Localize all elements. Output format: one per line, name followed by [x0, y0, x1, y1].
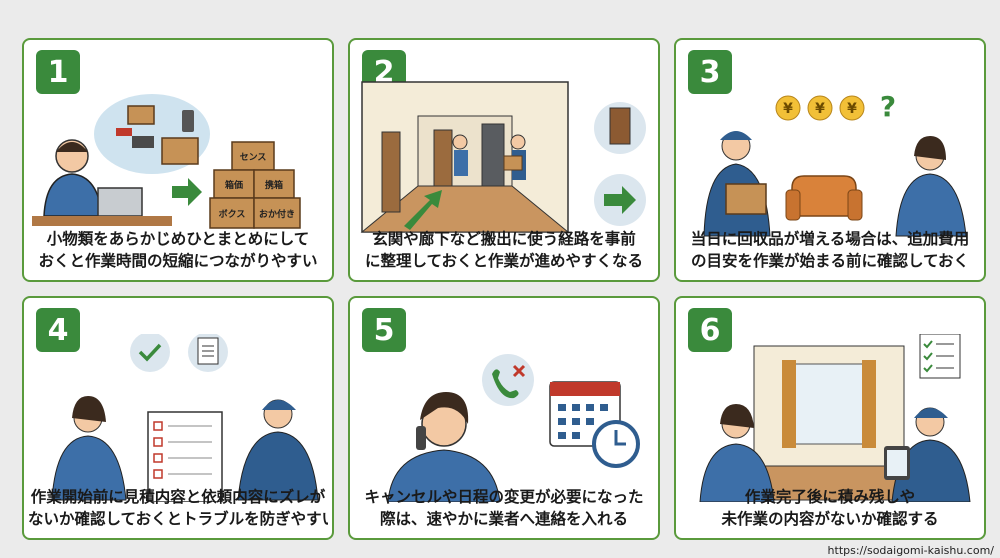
caption-line: 未作業の内容がないか確認する: [721, 510, 939, 528]
step-number: 3: [688, 50, 732, 94]
yen-coin-icon: ¥: [815, 101, 825, 117]
caption-line: の目安を作業が始まる前に確認しておく: [690, 252, 970, 270]
step-panel-2: 2 玄関や廊下など搬出に使う経路を事前 に整理しておくと作業が進めやすくなる: [348, 38, 660, 282]
illustration-additional-cost: ¥ ¥ ¥ ?: [703, 90, 967, 237]
caption-line: キャンセルや日程の変更が必要になった: [364, 488, 644, 506]
box-label: ボクス: [219, 208, 246, 220]
source-url: https://sodaigomi-kaishu.com/: [827, 544, 994, 557]
step-caption: 当日に回収品が増える場合は、追加費用 の目安を作業が始まる前に確認しておく: [680, 228, 980, 272]
step-panel-6: 6 作業完了後に積み残しや 未作業の内容がないか確認する: [674, 296, 986, 540]
illustration-final-check: [699, 334, 971, 502]
caption-line: 作業開始前に見積内容と依頼内容にズレが: [30, 488, 326, 506]
caption-line: 玄関や廊下など搬出に使う経路を事前: [372, 230, 636, 248]
caption-line: 当日に回収品が増える場合は、追加費用: [690, 230, 970, 248]
step-number: 6: [688, 308, 732, 352]
caption-line: おくと作業時間の短縮につながりやすい: [38, 252, 318, 270]
step-panel-4: 4 作業開始前に見積内容と依頼内容にズレが ないか確認しておくとトラブルを防ぎや…: [22, 296, 334, 540]
step-caption: 小物類をあらかじめひとまとめにして おくと作業時間の短縮につながりやすい: [28, 228, 328, 272]
step-number: 4: [36, 308, 80, 352]
box-label: 箱価: [225, 179, 243, 191]
step-panel-3: 3 ¥ ¥ ¥ ? 当日に回収品が増える場合は、追加費用 の目安を作業が始まる前…: [674, 38, 986, 282]
box-label: 携箱: [265, 179, 283, 191]
caption-line: ないか確認しておくとトラブルを防ぎやすい: [28, 510, 328, 528]
yen-coin-icon: ¥: [783, 101, 793, 117]
step-number: 5: [362, 308, 406, 352]
caption-line: 小物類をあらかじめひとまとめにして: [46, 230, 310, 248]
step-caption: 作業完了後に積み残しや 未作業の内容がないか確認する: [680, 486, 980, 530]
illustration-clear-hallway: [360, 81, 646, 233]
box-label: センス: [240, 152, 267, 163]
illustration-sorting-small-items: センス 箱価 携箱 ボクス おか付き: [32, 94, 301, 229]
step-caption: 作業開始前に見積内容と依頼内容にズレが ないか確認しておくとトラブルを防ぎやすい: [28, 486, 328, 530]
yen-coin-icon: ¥: [847, 101, 857, 117]
step-panel-1: 1 センス 箱価 携箱 ボクス おか付き 小物類をあらかじめひとまとめにして: [22, 38, 334, 282]
step-caption: キャンセルや日程の変更が必要になった 際は、速やかに業者へ連絡を入れる: [354, 486, 654, 530]
step-number: 1: [36, 50, 80, 94]
step-caption: 玄関や廊下など搬出に使う経路を事前 に整理しておくと作業が進めやすくなる: [354, 228, 654, 272]
question-mark-icon: ?: [880, 90, 896, 123]
illustration-cancel-call: [387, 354, 640, 502]
box-label: おか付き: [259, 208, 295, 220]
caption-line: 際は、速やかに業者へ連絡を入れる: [379, 510, 628, 528]
illustration-checking-estimate: [51, 334, 319, 502]
caption-line: に整理しておくと作業が進めやすくなる: [364, 252, 644, 270]
step-panel-5: 5 キャンセルや日程の変更が必要になった 際は、速やかに業者へ連絡を入れる: [348, 296, 660, 540]
caption-line: 作業完了後に積み残しや: [744, 488, 916, 506]
